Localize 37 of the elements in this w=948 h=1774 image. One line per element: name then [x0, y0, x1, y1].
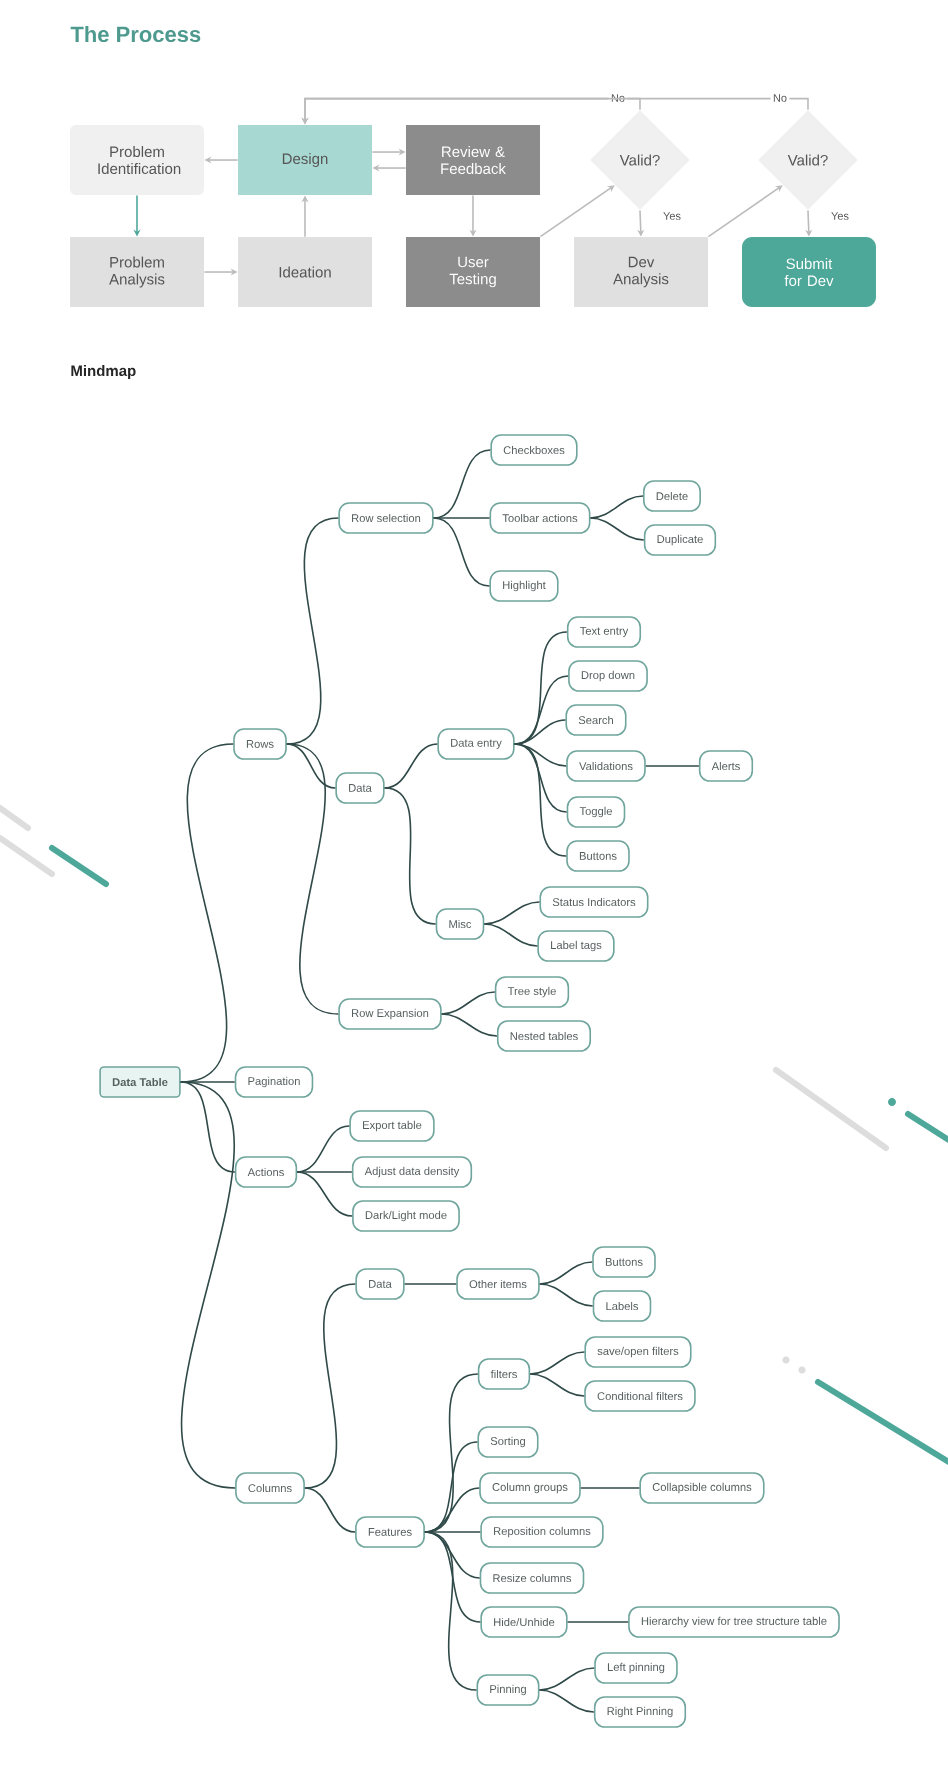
- connector-line: [432, 517, 491, 587]
- connector-line: [296, 1171, 353, 1217]
- arrow: [539, 185, 615, 238]
- connector-line: [403, 1283, 458, 1285]
- connector-line: [432, 517, 491, 519]
- connector-line: [513, 719, 567, 745]
- connector-line: [579, 1487, 641, 1489]
- connector-line: [383, 743, 439, 789]
- connector-line: [296, 1171, 353, 1173]
- connector-line: [286, 743, 337, 789]
- connector-line: [304, 1283, 357, 1489]
- connector-line: [566, 1621, 629, 1623]
- connector-line: [538, 1283, 594, 1307]
- connector-line: [424, 1531, 478, 1691]
- connector-line: [538, 1261, 593, 1285]
- heading: The Process: [70, 25, 201, 43]
- connector-line: [424, 1531, 482, 1533]
- connector-line: [383, 787, 437, 925]
- connector-line: [440, 991, 496, 1015]
- arrow: [707, 185, 783, 238]
- connector-line: [304, 1487, 356, 1533]
- connector-line: [424, 1531, 482, 1623]
- connector-line: [424, 1487, 480, 1533]
- connector-line: [529, 1373, 586, 1397]
- connector-line: [644, 765, 700, 767]
- connector-line: [538, 1667, 596, 1691]
- connector-line: [513, 743, 567, 857]
- connector-line: [483, 923, 539, 947]
- connector-line: [529, 1351, 586, 1375]
- connector-line: [296, 1125, 351, 1173]
- connector-line: [286, 743, 340, 1015]
- connector-line: [440, 1013, 498, 1037]
- connector-line: [589, 517, 645, 541]
- connector-line: [483, 901, 541, 925]
- connector-line: [589, 495, 644, 519]
- connector-line: [538, 1689, 595, 1713]
- connector-line: [179, 1081, 236, 1489]
